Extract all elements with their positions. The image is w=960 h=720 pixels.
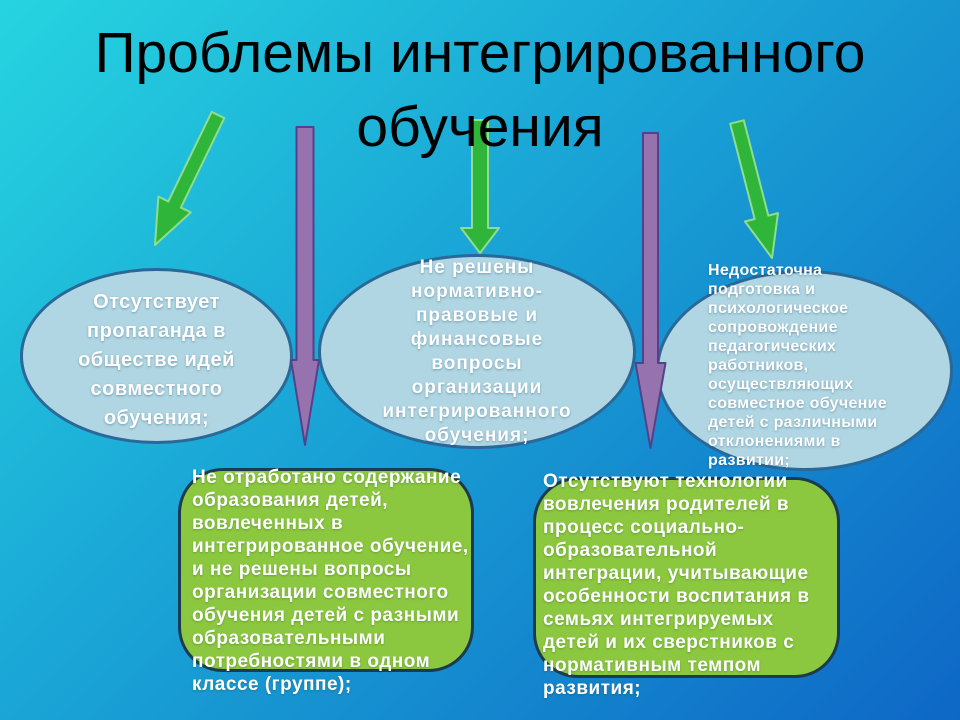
green-arrow-down-left-icon (154, 110, 226, 246)
ellipse-no-propaganda (20, 268, 293, 444)
ellipse-text-no-propaganda: Отсутствует пропаганда в обществе идей с… (78, 291, 235, 429)
green-arrow-down-right-icon (729, 119, 779, 259)
green-arrow-down-icon (460, 119, 500, 254)
box-text-education-content: Не отработано содержание образования дет… (192, 467, 469, 695)
slide-title: Проблемы интегрированного обучения (94, 21, 866, 159)
ellipse-legal-financial (318, 254, 636, 449)
box-parent-involvement (533, 477, 840, 678)
ellipse-text-legal-financial: Не решены нормативно- правовые и финансо… (382, 257, 572, 446)
ellipse-text-teacher-training: Недостаточна подготовка и психологическо… (708, 262, 887, 469)
box-education-content (178, 468, 474, 672)
ellipse-teacher-training (656, 270, 953, 471)
box-text-parent-involvement: Отсутствуют технологии вовлечения родите… (543, 471, 810, 699)
purple-arrow-down-icon (635, 132, 667, 449)
purple-arrow-down-icon (290, 126, 320, 446)
